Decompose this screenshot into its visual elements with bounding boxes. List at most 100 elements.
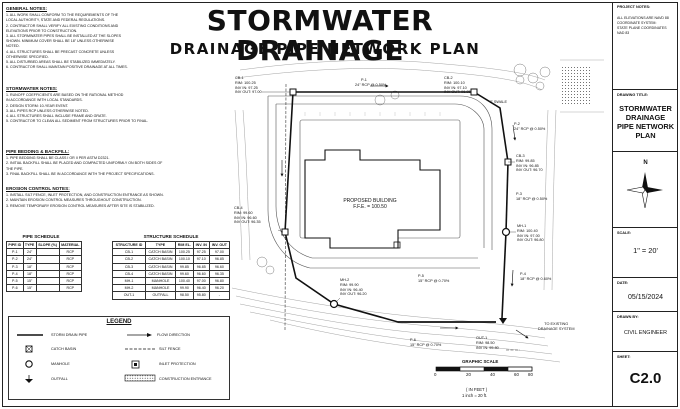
legend-catch-basin-label: CATCH BASIN — [51, 347, 77, 351]
project-notes-text: ALL ELEVATIONS ARE NAVD 88 COORDINATE SY… — [617, 16, 669, 36]
note-line: 4. ALL STRUCTURES SHALL BE PRECAST CONCR… — [6, 49, 115, 54]
label-line: DRAINAGE SYSTEM — [538, 326, 575, 331]
note-line: SHOWN. MINIMUM COVER SHALL BE 18" UNLESS… — [6, 39, 115, 44]
cell: 100.40 — [174, 276, 194, 286]
cell: MH-2 — [111, 284, 147, 293]
cell: RCP — [58, 269, 83, 278]
label-line: INV OUT: 96.80 — [517, 238, 544, 243]
label-line: CB-3 — [516, 154, 525, 158]
note-line: 2. CONTRACTOR SHALL VERIFY ALL EXISTING … — [6, 23, 119, 28]
drawn-by-label: DRAWN BY: — [617, 315, 639, 319]
cell: 15" — [22, 284, 37, 293]
label-line: INV OUT: 96.20 — [340, 292, 367, 297]
scale-units: ( IN FEET ) — [466, 387, 488, 392]
structure-label-cb1: CB-1 RIM: 100.25 INV IN: 97.25 INV OUT: … — [235, 76, 262, 95]
erosion-notes-heading: EROSION CONTROL NOTES: — [6, 186, 70, 191]
label-line: P-3 — [516, 192, 522, 196]
building-name: PROPOSED BUILDING — [343, 198, 397, 204]
note-line: 1. ALL WORK SHALL CONFORM TO THE REQUIRE… — [6, 13, 119, 18]
cell: CB-2 — [111, 255, 147, 264]
label-line: INV IN: 96.60 — [234, 215, 257, 220]
label-line: CB-1 — [235, 76, 244, 80]
scale-value: 1" = 20' — [633, 246, 658, 255]
flow-arrowhead-icon — [147, 333, 152, 337]
label-line: INV IN: 97.10 — [444, 85, 467, 90]
structure-schedule-title: STRUCTURE SCHEDULE — [143, 234, 199, 239]
label-line: INV IN: 97.00 — [517, 233, 540, 238]
label-line: P-1 — [361, 78, 367, 82]
pipe-label-p6: P-6 15" RCP @ 0.70% — [410, 338, 441, 348]
title-line: PIPE NETWORK — [616, 122, 675, 131]
legend-flow-label: FLOW DIRECTION — [157, 333, 190, 337]
building-ffe: F.F.E. = 100.50 — [353, 204, 387, 210]
cell: MH-1 — [111, 276, 147, 286]
label-line: P-6 — [410, 338, 416, 342]
label-line: CB-2 — [444, 76, 453, 80]
project-notes-label: PROJECT NOTES: — [617, 5, 651, 9]
structure-label-cb2: CB-2 RIM: 100.10 INV IN: 97.10 INV OUT: … — [444, 76, 471, 95]
cell: 96.35 — [208, 269, 231, 278]
project-note-line: COORDINATE SYSTEM: — [617, 21, 657, 25]
label-line: MH-2 — [340, 278, 350, 282]
structure-schedule-table: STRUCTURE ID TYPE RIM EL. INV. IN INV. O… — [111, 240, 231, 300]
general-notes-heading: GENERAL NOTES: — [6, 6, 48, 11]
note-line: 5. ALL DISTURBED AREAS SHALL BE STABILIZ… — [6, 60, 116, 65]
label-line: INV OUT: 96.70 — [516, 168, 543, 173]
label-line: CB-4 — [234, 206, 243, 210]
scale-tick: 0 — [434, 372, 437, 377]
pipe-label-p1: P-1 24" RCP @ 0.50% — [355, 78, 386, 88]
cell: 98.50 — [174, 291, 194, 300]
date-cell: DATE: 05/15/2024 — [613, 278, 678, 312]
note-line: 3. ALL PIPES RCP UNLESS OTHERWISE NOTED. — [6, 108, 89, 113]
swale-label: 2' SWALE — [490, 100, 508, 104]
pipe-label-p3: P-3 18" RCP @ 0.50% — [516, 192, 547, 202]
catch-basin-icon — [25, 345, 33, 353]
note-line: LOCAL AUTHORITY, STATE AND FEDERAL REGUL… — [6, 18, 106, 23]
label-line: TO EXISTING — [544, 322, 569, 326]
drawn-by-value: CIVIL ENGINEER — [624, 330, 667, 336]
note-line: 1. PIPE BEDDING SHALL BE CLASS I OR II P… — [6, 156, 110, 161]
note-line: 2. DESIGN STORM: 10-YEAR EVENT. — [6, 103, 69, 108]
legend: LEGEND STORM DRAIN PIPE FLOW DIRECTION C… — [8, 316, 230, 400]
label-line: 24" RCP @ 0.50% — [355, 82, 387, 87]
date-value: 05/15/2024 — [627, 294, 664, 301]
label-line: INV OUT: 96.35 — [234, 220, 261, 225]
cell: 18" — [22, 269, 37, 278]
label-line: P-2 — [514, 122, 520, 126]
project-note-line: STATE PLANE COORDINATES — [617, 26, 667, 30]
label-line: RIM: 99.90 — [340, 282, 359, 287]
label-line: RIM: 98.50 — [476, 340, 495, 345]
cell: RCP — [58, 276, 83, 286]
legend-manhole-label: MANHOLE — [51, 362, 70, 366]
label-line: INV IN: 97.25 — [235, 85, 258, 90]
label-line: 24" RCP @ 0.50% — [514, 126, 546, 131]
label-line: INV OUT: 96.85 — [444, 90, 471, 95]
label-line: P-4 — [520, 272, 526, 276]
cell: CB-4 — [111, 269, 147, 278]
label-line: INV IN: 95.80 — [476, 345, 499, 350]
cell: 96.60 — [208, 262, 231, 271]
cell: OUT-1 — [111, 291, 147, 300]
stormwater-notes: STORMWATER NOTES: 1. RUNOFF COEFFICIENTS… — [6, 86, 148, 124]
cell: 99.90 — [174, 284, 194, 293]
label-line: RIM: 99.60 — [234, 210, 253, 215]
north-arrow-cell: N — [613, 152, 678, 228]
label-line: OUT-1 — [476, 336, 488, 340]
label-line: RIM: 100.25 — [235, 80, 256, 85]
sheet-cell: SHEET: C2.0 — [613, 352, 678, 407]
existing-drainage-label: TO EXISTING DRAINAGE SYSTEM — [538, 322, 575, 332]
title-line: PLAN — [635, 131, 656, 140]
scale-tick: 40 — [490, 372, 495, 377]
cell: 96.20 — [208, 284, 231, 293]
legend-inlet-label: INLET PROTECTION — [159, 362, 196, 366]
title-line: DRAINAGE — [625, 113, 666, 122]
note-line: 3. FINAL BACKFILL SHALL BE IN ACCORDANCE… — [6, 171, 155, 176]
